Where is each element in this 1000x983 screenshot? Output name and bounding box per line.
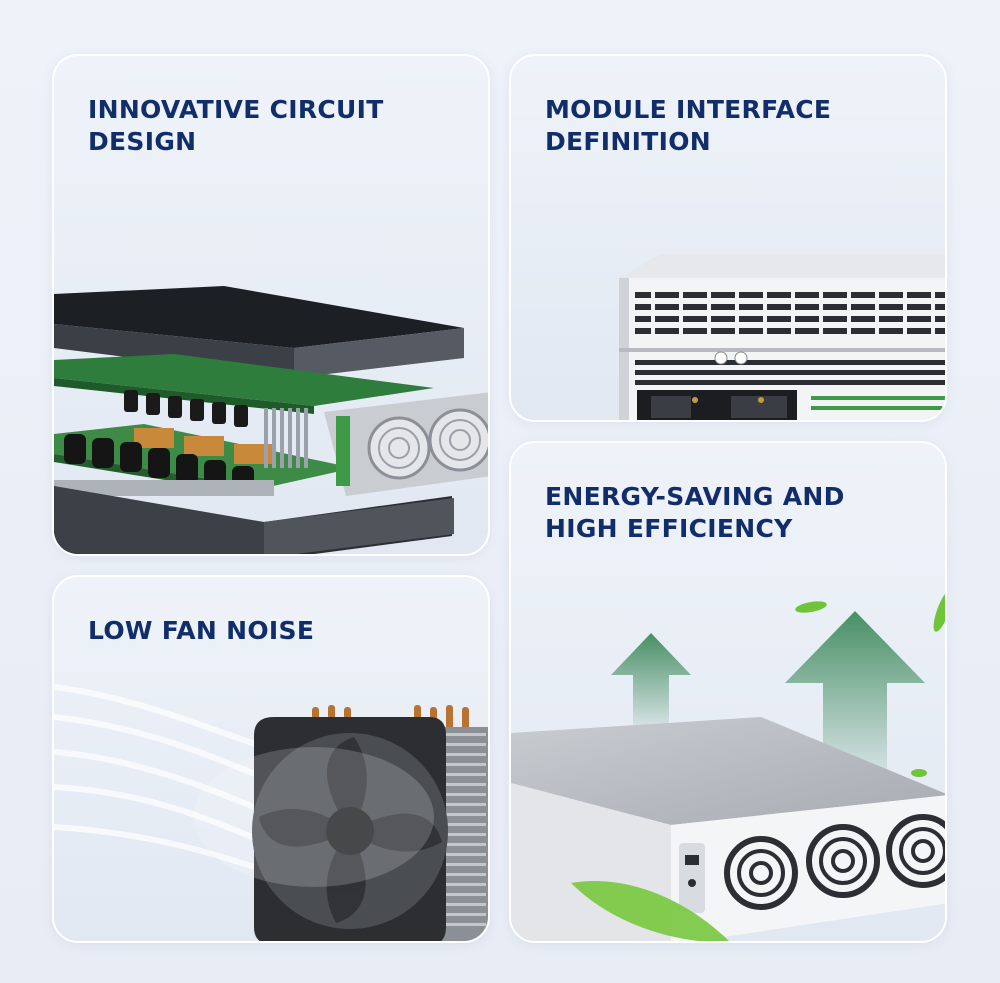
card-module-interface-definition: MODULE INTERFACE DEFINITION (509, 54, 947, 422)
cooling-fan-icon (54, 684, 488, 941)
exploded-circuit-icon (54, 286, 488, 554)
card-title: ENERGY-SAVING AND HIGH EFFICIENCY (545, 482, 845, 543)
card-title: MODULE INTERFACE DEFINITION (545, 95, 832, 156)
card-innovative-circuit-design: INNOVATIVE CIRCUIT DESIGN (52, 54, 490, 556)
card-title: LOW FAN NOISE (88, 616, 315, 645)
card-low-fan-noise: LOW FAN NOISE (52, 575, 490, 943)
power-module-arrows-icon (511, 590, 945, 941)
card-title: INNOVATIVE CIRCUIT DESIGN (88, 95, 384, 156)
card-energy-saving-high-efficiency: ENERGY-SAVING AND HIGH EFFICIENCY (509, 441, 947, 943)
module-rear-panel-icon (619, 254, 945, 420)
